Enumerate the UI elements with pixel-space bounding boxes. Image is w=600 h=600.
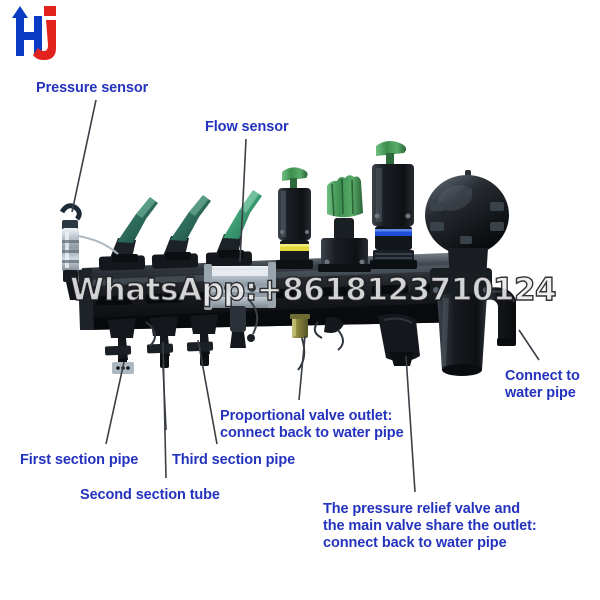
relief-valve-dome: [425, 170, 509, 280]
solenoid-yellow: [276, 167, 313, 269]
section-outlet-2: [146, 316, 178, 431]
main-valve-outlet: [378, 313, 420, 366]
label-line: connect back to water pipe: [220, 425, 404, 441]
lever-valve-2: [163, 195, 211, 260]
logo-letter-j: [33, 6, 56, 60]
lever-valve-3: [216, 190, 262, 258]
label-pressure-sensor: Pressure sensor: [36, 80, 149, 96]
flow-sensor-body: [204, 262, 276, 348]
green-knob-valve: [318, 175, 371, 272]
filter-housing: [430, 268, 492, 376]
section-outlet-3: [186, 314, 218, 366]
brass-outlet: [290, 314, 310, 338]
label-line: Proportional valve outlet:: [220, 408, 393, 424]
label-line: Connect to: [505, 368, 580, 384]
label-line: connect back to water pipe: [323, 535, 507, 551]
label-flow-sensor: Flow sensor: [205, 119, 289, 135]
label-second-section-tube: Second section tube: [80, 487, 220, 503]
label-third-section-pipe: Third section pipe: [172, 452, 296, 468]
label-proportional-valve-outlet: Proportional valve outlet: connect back …: [220, 408, 435, 442]
label-line: The pressure relief valve and: [323, 501, 520, 517]
section-outlet-1: [104, 318, 136, 374]
manifold-body: [78, 252, 472, 330]
company-logo: [12, 6, 56, 60]
solenoid-blue: [370, 140, 417, 269]
label-line: the main valve share the outlet:: [323, 518, 537, 534]
center-fitting: [313, 316, 344, 339]
elbow-outlet: [486, 287, 516, 346]
logo-letter-h: [12, 6, 42, 56]
valve-saddles: [98, 251, 253, 271]
label-pressure-relief-valve: The pressure relief valve and the main v…: [323, 501, 585, 552]
label-line: water pipe: [505, 385, 576, 401]
label-connect-to-water-pipe: Connect to water pipe: [505, 368, 597, 402]
pressure-sensor-body: [59, 203, 119, 300]
label-first-section-pipe: First section pipe: [20, 452, 139, 468]
